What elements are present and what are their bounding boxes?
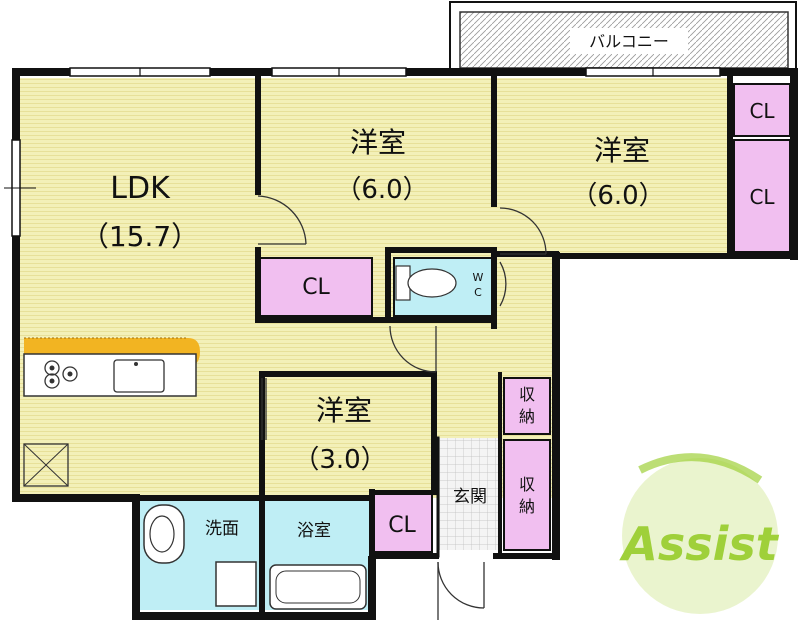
entrance-floor xyxy=(438,438,498,550)
wc-label-c: C xyxy=(474,286,482,299)
western2-size: （6.0） xyxy=(571,181,664,211)
cl-right-label: CL xyxy=(749,185,775,209)
western2-name: 洋室 xyxy=(594,134,650,167)
balcony xyxy=(449,1,797,71)
closet-right xyxy=(733,139,791,253)
bathroom-label: 浴室 xyxy=(297,521,331,541)
ldk-size: （15.7） xyxy=(81,220,199,253)
entrance-label: 玄関 xyxy=(453,487,487,507)
closet-mid xyxy=(259,257,373,317)
labels: LDK （15.7） 洋室 （6.0） 洋室 （6.0） 洋室 （3.0） バル… xyxy=(81,32,776,541)
western1-size: （6.0） xyxy=(335,175,428,205)
storage-lower-2: 納 xyxy=(519,497,535,516)
western1-name: 洋室 xyxy=(350,126,406,159)
closets xyxy=(259,83,791,553)
cl-mid-label: CL xyxy=(302,275,330,300)
storage-upper-2: 納 xyxy=(519,407,535,426)
balcony-label: バルコニー xyxy=(589,32,669,51)
western3-size: （3.0） xyxy=(293,445,386,475)
washer-space-icon xyxy=(215,561,257,607)
ldk-name: LDK xyxy=(110,171,171,206)
western3-name: 洋室 xyxy=(316,394,372,427)
assist-logo: Assist xyxy=(619,453,780,614)
fridge-space-icon xyxy=(23,443,69,487)
washroom-label: 洗面 xyxy=(205,519,239,539)
doors xyxy=(257,195,547,620)
storage-lower-1: 収 xyxy=(519,475,535,494)
toilet-bowl-icon xyxy=(407,268,457,298)
wc xyxy=(393,257,495,317)
sink-icon xyxy=(113,359,165,393)
bath-fixtures xyxy=(143,504,367,610)
windows xyxy=(4,67,721,237)
cl-top-right-label: CL xyxy=(749,99,775,123)
storage-upper xyxy=(503,377,551,435)
kitchen xyxy=(23,337,200,397)
storage-upper-1: 収 xyxy=(519,385,535,404)
cl-bottom-label: CL xyxy=(388,513,416,538)
wc-label-w: W xyxy=(473,271,484,284)
logo-text: Assist xyxy=(619,517,780,571)
storage-lower xyxy=(503,439,551,551)
stove-icon xyxy=(44,360,78,389)
